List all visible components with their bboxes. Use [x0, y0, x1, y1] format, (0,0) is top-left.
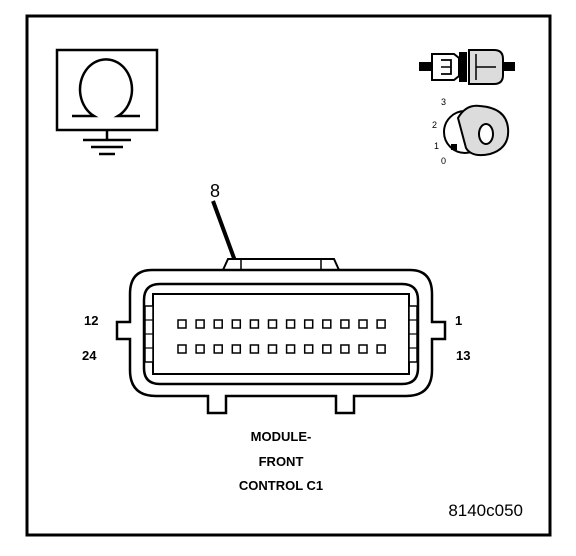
pin-cavity-2 [358, 319, 368, 329]
pin-cavity-21 [231, 344, 242, 354]
callout-label: 8 [210, 181, 220, 201]
pin-cavity-17 [303, 344, 314, 354]
pin-cavity-20 [249, 344, 260, 354]
ground-ohm-icon [55, 48, 159, 156]
pin-cavity-10 [213, 319, 223, 329]
pin-cavity-1 [376, 319, 386, 329]
pin-cavity-14 [358, 344, 368, 354]
pin-cavity-23 [195, 344, 205, 354]
pin-cavity-7 [267, 319, 278, 329]
pin-cavity-13 [376, 344, 386, 354]
caption-line-3: CONTROL C1 [239, 478, 323, 493]
connector-body [115, 258, 447, 415]
pin-cavity-9 [231, 319, 242, 329]
key-position-1: 1 [434, 141, 439, 151]
pin-cavity-3 [340, 319, 350, 329]
pin-cavity-19 [267, 344, 278, 354]
ignition-key-icon: 3 2 1 0 [432, 97, 510, 166]
pin-label-12: 12 [84, 313, 98, 328]
pin-label-13: 13 [456, 348, 470, 363]
key-position-0: 0 [441, 156, 446, 166]
pin-cavity-6 [285, 319, 296, 329]
key-position-2: 2 [432, 120, 437, 130]
pin-cavity-15 [340, 344, 350, 354]
pin-cavity-4 [322, 319, 332, 329]
figure-code: 8140c050 [448, 501, 523, 520]
pin-grid [177, 319, 386, 354]
pin-cavity-18 [285, 344, 296, 354]
caption-line-2: FRONT [259, 454, 304, 469]
pin-cavity-22 [213, 344, 223, 354]
pin-cavity-12 [177, 319, 187, 329]
key-position-3: 3 [441, 97, 446, 107]
pin-cavity-8 [249, 319, 260, 329]
connector-plug-icon [419, 49, 515, 85]
pin-cavity-16 [322, 344, 332, 354]
pin-cavity-5 [303, 319, 314, 329]
pin-cavity-24 [177, 344, 187, 354]
caption-line-1: MODULE- [251, 429, 312, 444]
pin-label-1: 1 [455, 313, 462, 328]
pin-cavity-11 [195, 319, 205, 329]
pin-label-24: 24 [82, 348, 97, 363]
